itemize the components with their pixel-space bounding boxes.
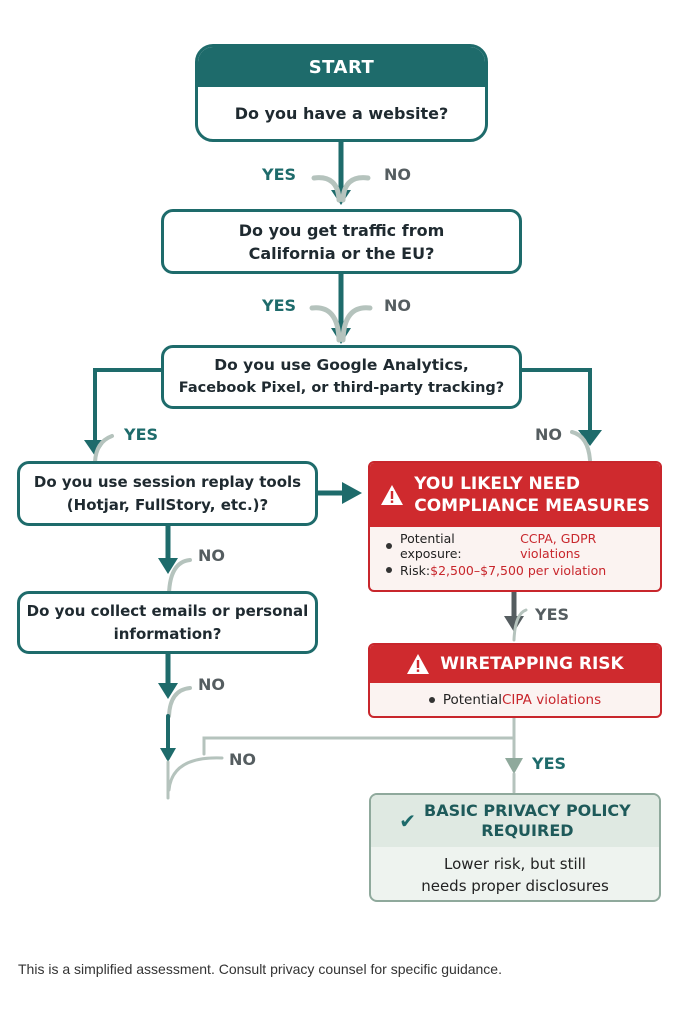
- exposure-bullet: Potential exposure: CCPA, GDPR violation…: [386, 531, 660, 561]
- no-label-2: NO: [384, 296, 411, 315]
- no-label-5: NO: [198, 675, 225, 694]
- disclaimer-footnote: This is a simplified assessment. Consult…: [18, 961, 502, 977]
- exposure-prefix: Potential exposure:: [399, 531, 462, 561]
- tracking-question-line2: Facebook Pixel, or third-party tracking?: [178, 380, 505, 396]
- risk-prefix: Risk:: [400, 562, 431, 578]
- start-node: START Do you have a website?: [195, 44, 488, 142]
- basic-title-line1: BASIC PRIVACY POLICY: [424, 801, 631, 820]
- yes-label-2: YES: [262, 296, 297, 315]
- compliance-title-line1: YOU LIKELY NEED: [414, 474, 581, 494]
- basic-privacy-header: ✔ BASIC PRIVACY POLICY REQUIRED: [371, 795, 659, 847]
- wiretap-title: WIRETAPPING RISK: [440, 654, 624, 674]
- yes-label-4: YES: [535, 605, 570, 624]
- wiretapping-alert: WIRETAPPING RISK Potential CIPA violatio…: [368, 643, 662, 718]
- basic-privacy-body: Lower risk, but still needs proper discl…: [371, 847, 659, 900]
- bullet-dot: [386, 543, 392, 549]
- cipa-prefix: Potential: [442, 691, 502, 708]
- wiretap-header: WIRETAPPING RISK: [370, 645, 660, 683]
- warning-icon: [381, 485, 404, 505]
- personal-info-question: Do you collect emails or personal inform…: [17, 591, 318, 654]
- tracking-question: Do you use Google Analytics, Facebook Pi…: [161, 345, 522, 409]
- check-icon: ✔: [399, 809, 416, 833]
- traffic-question-line1: Do you get traffic from: [238, 220, 445, 240]
- yes-label-5: YES: [532, 754, 567, 773]
- traffic-question: Do you get traffic from California or th…: [161, 209, 522, 274]
- basic-body-line1: Lower risk, but still: [444, 854, 586, 873]
- basic-body-line2: needs proper disclosures: [421, 876, 609, 895]
- start-header: START: [198, 47, 485, 87]
- cipa-bullet: Potential CIPA violations: [370, 683, 660, 716]
- no-label-4: NO: [198, 546, 225, 565]
- bullet-dot: [386, 567, 392, 573]
- traffic-question-line2: California or the EU?: [248, 243, 435, 263]
- no-label-6: NO: [229, 750, 256, 769]
- website-question: Do you have a website?: [234, 103, 449, 123]
- session-replay-line2: (Hotjar, FullStory, etc.)?: [66, 495, 269, 514]
- no-label-3: NO: [535, 425, 562, 444]
- bullet-dot: [428, 696, 435, 703]
- session-replay-line1: Do you use session replay tools: [33, 472, 302, 491]
- basic-title-line2: REQUIRED: [481, 821, 574, 840]
- cipa-value: CIPA violations: [502, 691, 602, 708]
- tracking-question-line1: Do you use Google Analytics,: [214, 356, 469, 374]
- risk-value: $2,500–$7,500 per violation: [430, 562, 607, 578]
- basic-privacy-result: ✔ BASIC PRIVACY POLICY REQUIRED Lower ri…: [369, 793, 661, 902]
- no-label-1: NO: [384, 165, 411, 184]
- risk-bullet: Risk: $2,500–$7,500 per violation: [386, 558, 660, 582]
- yes-label-3: YES: [124, 425, 159, 444]
- exposure-value: CCPA, GDPR violations: [520, 531, 597, 561]
- warning-icon: [407, 654, 430, 674]
- personal-info-line1: Do you collect emails or personal: [26, 601, 309, 620]
- yes-label-1: YES: [262, 165, 297, 184]
- session-replay-question: Do you use session replay tools (Hotjar,…: [17, 461, 318, 526]
- compliance-title-line2: COMPLIANCE MEASURES: [414, 496, 650, 516]
- compliance-header: YOU LIKELY NEED COMPLIANCE MEASURES: [370, 463, 660, 527]
- personal-info-line2: information?: [113, 624, 222, 643]
- compliance-alert: YOU LIKELY NEED COMPLIANCE MEASURES Pote…: [368, 461, 662, 592]
